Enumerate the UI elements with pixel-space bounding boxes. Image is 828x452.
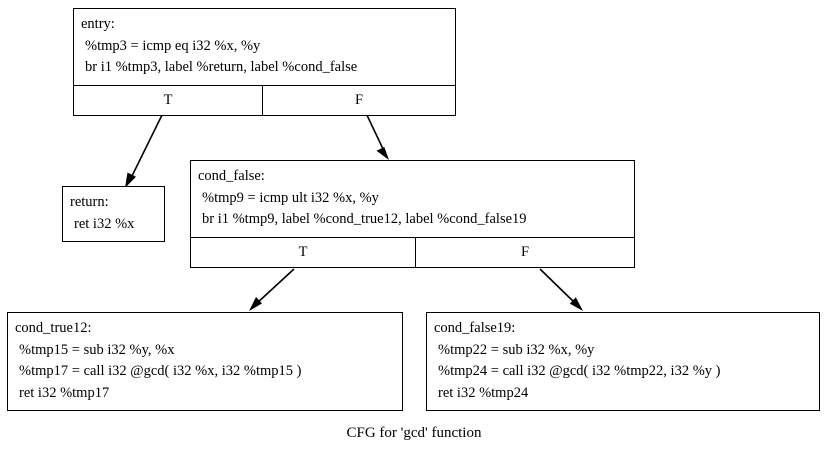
node-cond-false-label: cond_false: (198, 168, 265, 184)
node-cond-false19-label: cond_false19: (434, 320, 516, 336)
node-cond-false-instruction-1: br i1 %tmp9, label %cond_true12, label %… (202, 211, 527, 227)
node-return-instruction-0: ret i32 %x (74, 215, 135, 232)
node-entry-body: entry: %tmp3 = icmp eq i32 %x, %y br i1 … (74, 9, 455, 85)
node-cond-true12-instruction-2: ret i32 %tmp17 (19, 384, 110, 401)
node-cond-true12-instruction-0: %tmp15 = sub i32 %y, %x (19, 341, 175, 358)
node-entry-label: entry: (81, 16, 115, 32)
node-cond-false[interactable]: cond_false: %tmp9 = icmp ult i32 %x, %y … (190, 160, 635, 268)
node-entry-port-true[interactable]: T (163, 91, 173, 108)
node-cond-false-body: cond_false: %tmp9 = icmp ult i32 %x, %y … (191, 161, 634, 237)
edge-entry-true-to-return (125, 110, 165, 188)
node-cond-false-instruction-0: %tmp9 = icmp ult i32 %x, %y (202, 189, 379, 206)
node-cond-true12-body: cond_true12: %tmp15 = sub i32 %y, %x %tm… (8, 313, 402, 410)
node-cond-true12[interactable]: cond_true12: %tmp15 = sub i32 %y, %x %tm… (7, 312, 403, 411)
node-return-label: return: (70, 194, 109, 210)
node-cond-true12-instruction-1: %tmp17 = call i32 @gcd( i32 %x, i32 %tmp… (19, 363, 302, 379)
graph-caption: CFG for 'gcd' function (346, 425, 482, 441)
node-cond-false19-instruction-2: ret i32 %tmp24 (438, 384, 529, 401)
edge-entry-false-to-cond-false (364, 110, 389, 160)
node-return-body: return: ret i32 %x (63, 187, 164, 241)
node-cond-false-ports: T F (191, 236, 634, 267)
node-cond-false19[interactable]: cond_false19: %tmp22 = sub i32 %x, %y %t… (426, 312, 820, 411)
node-cond-false-port-true[interactable]: T (298, 243, 308, 260)
node-entry-instruction-1: br i1 %tmp3, label %return, label %cond_… (85, 59, 358, 75)
node-entry-ports: T F (74, 84, 455, 115)
node-cond-false19-instruction-1: %tmp24 = call i32 @gcd( i32 %tmp22, i32 … (438, 363, 721, 379)
node-entry-port-false[interactable]: F (262, 85, 455, 115)
edge-cond-false-false-to-cond-false19 (539, 268, 583, 311)
node-cond-false-port-false[interactable]: F (414, 237, 634, 267)
node-entry-instruction-0: %tmp3 = icmp eq i32 %x, %y (85, 37, 261, 54)
node-entry[interactable]: entry: %tmp3 = icmp eq i32 %x, %y br i1 … (73, 8, 456, 116)
node-cond-false19-instruction-0: %tmp22 = sub i32 %x, %y (438, 341, 595, 358)
node-return[interactable]: return: ret i32 %x (62, 186, 165, 242)
node-cond-false19-body: cond_false19: %tmp22 = sub i32 %x, %y %t… (427, 313, 819, 410)
edge-cond-false-true-to-cond-true12 (249, 268, 295, 311)
node-cond-true12-label: cond_true12: (15, 320, 92, 336)
